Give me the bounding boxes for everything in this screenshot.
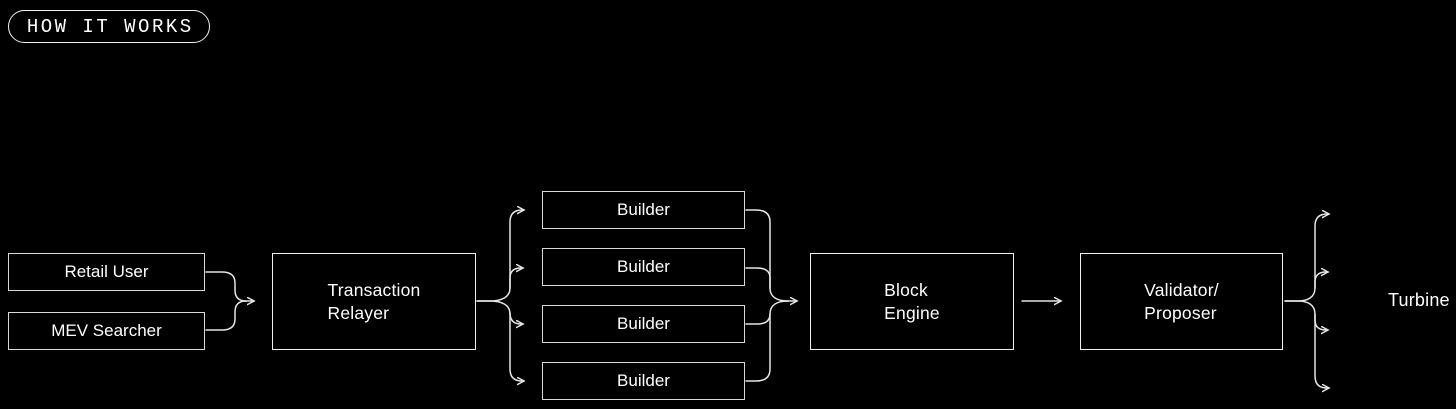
node-retail-user: Retail User: [8, 253, 205, 291]
node-builder-1: Builder: [542, 191, 745, 229]
block-engine-label: Block Engine: [884, 279, 940, 323]
connector-users-to-relayer: [205, 271, 254, 331]
node-builder-4: Builder: [542, 362, 745, 400]
builder-4-label: Builder: [617, 370, 670, 390]
node-transaction-relayer: Transaction Relayer: [272, 253, 476, 350]
connector-validator-to-turbine: [1284, 214, 1329, 388]
node-validator-proposer: Validator/ Proposer: [1080, 253, 1283, 350]
how-it-works-badge: HOW IT WORKS: [8, 10, 210, 43]
builder-3-label: Builder: [617, 313, 670, 333]
node-mev-searcher: MEV Searcher: [8, 312, 205, 350]
mev-searcher-label: MEV Searcher: [51, 320, 162, 340]
node-block-engine: Block Engine: [810, 253, 1014, 350]
transaction-relayer-label: Transaction Relayer: [327, 279, 421, 323]
node-builder-3: Builder: [542, 305, 745, 343]
node-builder-2: Builder: [542, 248, 745, 286]
connector-builders-to-engine: [745, 209, 797, 382]
validator-proposer-label: Validator/ Proposer: [1144, 279, 1219, 323]
retail-user-label: Retail User: [64, 261, 149, 281]
turbine-label: Turbine: [1388, 290, 1450, 310]
connector-relayer-to-builders: [476, 210, 524, 381]
builder-2-label: Builder: [617, 256, 670, 276]
how-it-works-label: HOW IT WORKS: [26, 15, 194, 38]
builder-1-label: Builder: [617, 199, 670, 219]
